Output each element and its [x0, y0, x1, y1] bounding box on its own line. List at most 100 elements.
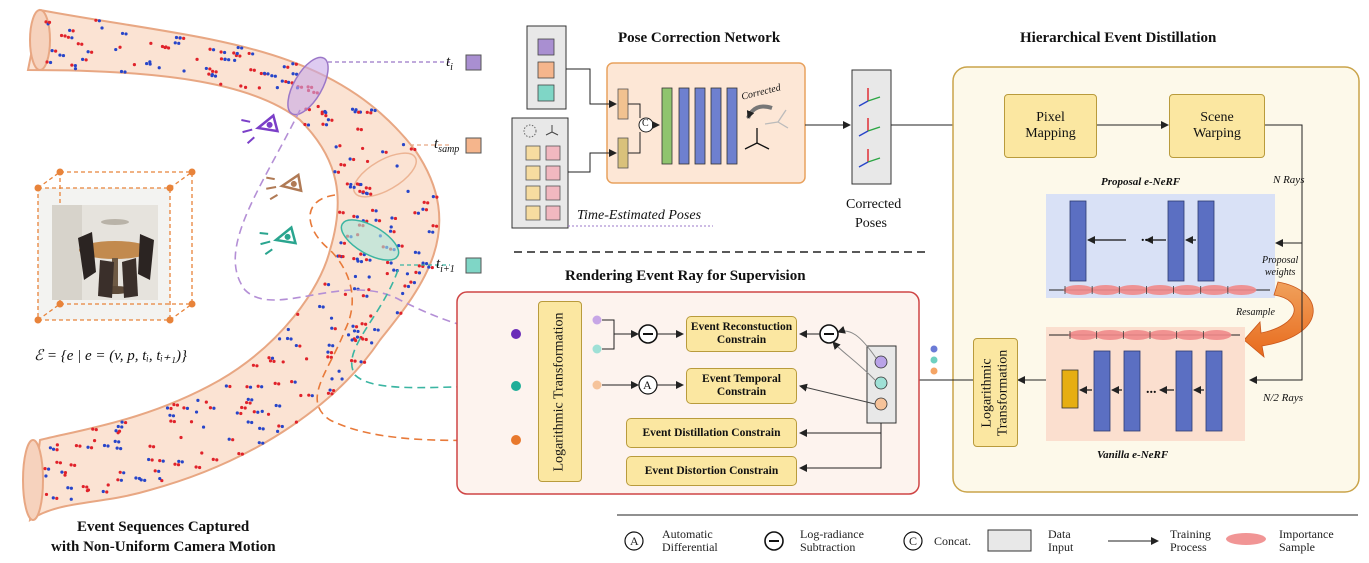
event-point — [278, 404, 282, 408]
event-point — [116, 424, 120, 429]
axes-icon-faded — [764, 109, 789, 129]
left-caption-line2: with Non-Uniform Camera Motion — [51, 539, 276, 555]
event-point — [194, 465, 198, 469]
event-point — [204, 400, 208, 404]
event-point — [105, 490, 109, 494]
tsamp-label: tsamp — [434, 136, 460, 155]
event-point — [248, 385, 253, 389]
event-point — [427, 230, 431, 234]
legend-importance-icon — [1226, 533, 1266, 545]
event-point — [51, 496, 55, 500]
event-point — [370, 208, 375, 212]
event-point — [86, 50, 90, 54]
event-point — [223, 50, 227, 55]
event-point — [427, 265, 431, 269]
event-point — [257, 441, 261, 445]
legend-autodiff-icon — [624, 531, 644, 551]
event-point — [92, 439, 97, 443]
event-point — [353, 274, 358, 279]
event-point — [374, 218, 378, 222]
event-point — [255, 364, 259, 368]
event-point — [361, 294, 365, 298]
scene-cube — [34, 168, 196, 324]
event-point — [289, 337, 293, 341]
event-point — [310, 394, 314, 398]
event-point — [240, 452, 244, 456]
event-point — [409, 280, 413, 284]
event-point — [73, 463, 77, 467]
importance-sample — [1175, 330, 1205, 340]
event-point — [55, 443, 59, 447]
event-point — [298, 344, 302, 348]
event-point — [120, 425, 124, 429]
event-point — [266, 72, 270, 76]
ray-dot-ti — [511, 329, 521, 339]
event-point — [185, 406, 190, 410]
event-point — [365, 294, 369, 298]
rendering-title: Rendering Event Ray for Supervision — [565, 268, 806, 284]
event-point — [384, 150, 388, 154]
importance-samples-proposal — [1063, 285, 1257, 295]
event-point — [365, 159, 370, 164]
event-point — [367, 275, 371, 279]
event-point — [248, 401, 252, 405]
event-point — [285, 336, 290, 341]
event-point — [158, 476, 162, 481]
event-point — [175, 403, 180, 407]
event-point — [106, 483, 110, 487]
event-point — [123, 70, 127, 74]
event-point — [330, 377, 334, 381]
event-point — [101, 489, 105, 494]
event-point — [280, 79, 284, 83]
slice-ti — [287, 56, 329, 116]
event-point — [368, 186, 372, 190]
event-point — [91, 427, 95, 431]
event-point — [169, 419, 173, 423]
event-point — [194, 410, 199, 414]
event-point — [250, 398, 254, 402]
event-point — [294, 343, 298, 348]
event-point — [364, 258, 369, 262]
event-point — [157, 66, 161, 70]
event-point — [54, 49, 58, 53]
resample-label: Resample — [1236, 307, 1275, 318]
event-point — [385, 271, 389, 276]
event-point — [392, 230, 396, 234]
event-point — [219, 82, 223, 86]
event-point — [244, 400, 249, 405]
event-point — [249, 68, 253, 72]
event-point — [259, 71, 263, 76]
event-point — [257, 86, 261, 90]
event-point — [364, 337, 368, 342]
event-point — [389, 225, 393, 229]
event-point — [341, 211, 345, 215]
event-point — [329, 351, 334, 355]
event-point — [276, 429, 280, 433]
event-point — [240, 46, 244, 50]
ray-dot-tsamp — [511, 435, 521, 445]
event-point — [46, 467, 51, 471]
importance-sample — [1199, 285, 1230, 295]
event-point — [180, 460, 184, 464]
legend-concat-text: Concat. — [934, 534, 971, 548]
event-point — [268, 359, 273, 363]
corrected-poses-label-2: Poses — [855, 216, 887, 231]
event-point — [403, 284, 407, 288]
event-point — [172, 402, 176, 407]
event-point — [290, 380, 294, 384]
event-point — [414, 270, 418, 274]
event-point — [76, 42, 80, 46]
event-point — [58, 461, 62, 465]
event-point — [116, 478, 120, 482]
event-point — [361, 337, 365, 341]
event-point — [352, 329, 357, 333]
event-point — [143, 478, 147, 482]
event-point — [219, 57, 224, 61]
event-point — [333, 170, 337, 174]
event-point — [399, 311, 403, 315]
event-point — [369, 108, 374, 112]
